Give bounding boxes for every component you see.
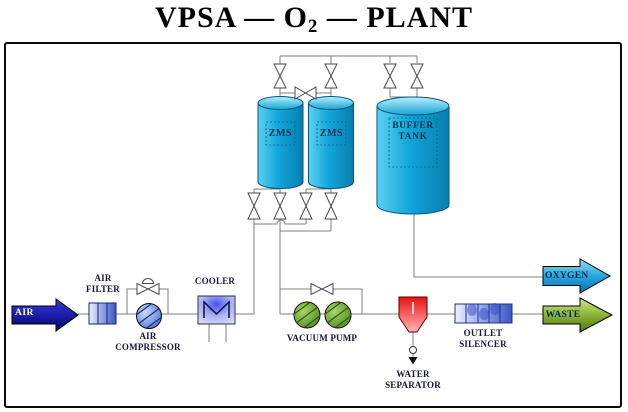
air-arrow-label: AIR [15, 308, 34, 318]
zms1-top-valve-icon [273, 63, 287, 89]
zms1-vacuum-valve-icon [273, 192, 287, 220]
zms-vessel-1-label: ZMS [268, 128, 293, 139]
page-title: VPSA — O2 — PLANT [154, 1, 473, 37]
zms1-feed-valve-icon [247, 192, 261, 220]
oxygen-arrow-label: OXYGEN [545, 271, 589, 281]
waste-outlet-arrow [542, 297, 614, 333]
diagram-border-frame [4, 42, 622, 408]
vacuum-pump-label: VACUUM PUMP [286, 333, 358, 343]
buffer-valve-1-icon [383, 63, 397, 89]
vacuum-bypass-valve-icon [310, 282, 334, 296]
compressor-bypass-valve-icon [136, 278, 160, 296]
zms-vessel-2 [308, 96, 354, 189]
zms-vessel-2-label: ZMS [319, 128, 344, 139]
bottom-valve-icons [247, 192, 338, 220]
vacuum-bypass-pipe [280, 288, 363, 314]
cooler-label: COOLER [194, 276, 236, 286]
equalization-check-valve-icon [294, 86, 317, 100]
water-separator [398, 296, 428, 365]
zms2-vacuum-valve-icon [324, 192, 338, 220]
drain-valve-icon [409, 346, 417, 354]
zms2-feed-valve-icon [299, 192, 313, 220]
title-subscript: 2 [308, 16, 319, 37]
zms-vessel-1 [257, 96, 304, 189]
air-compressor [136, 303, 162, 329]
drain-arrow-icon [408, 357, 418, 365]
air-filter [88, 302, 117, 325]
cooler-legs [208, 324, 227, 342]
oxygen-product-pipe [413, 213, 543, 278]
zms2-top-valve-icon [324, 63, 338, 89]
cooler [197, 295, 236, 325]
outlet-silencer [454, 303, 513, 324]
waste-arrow-label: WASTE [545, 310, 581, 320]
feed-valve-header-pipe [253, 219, 307, 225]
buffer-valve-2-icon [410, 63, 424, 89]
air-inlet-arrow [11, 298, 79, 332]
oxygen-outlet-arrow [542, 258, 612, 294]
top-valve-icons [273, 63, 424, 100]
buffer-tank [376, 96, 450, 215]
vacuum-valve-header-pipe [279, 219, 332, 314]
